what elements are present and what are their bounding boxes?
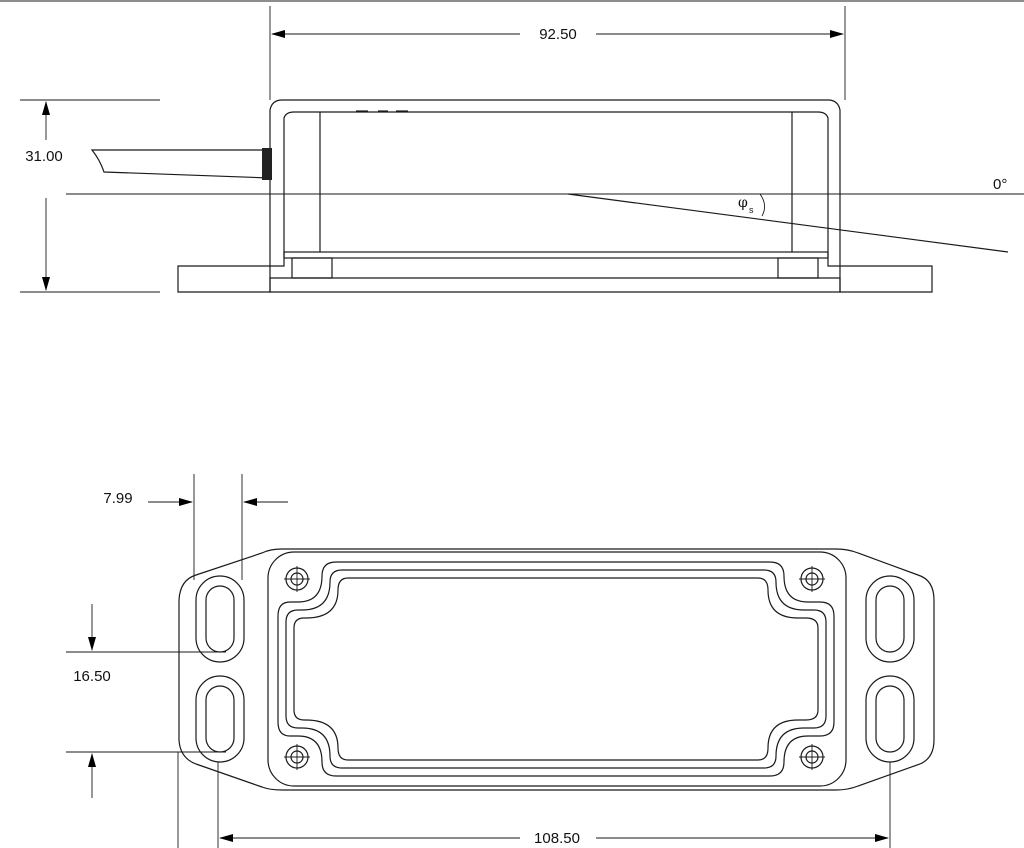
- screw-hole-br: [799, 744, 825, 770]
- flange-middle: [269, 277, 841, 293]
- gasket-outer: [277, 561, 835, 777]
- flange-left: [177, 265, 271, 293]
- housing-body: [267, 551, 847, 787]
- slot-right-top: [865, 575, 915, 663]
- dim-hole-spacing-label: 108.50: [534, 830, 580, 847]
- housing-shell: [269, 99, 841, 267]
- screw-hole-tl: [284, 566, 310, 592]
- tilt-line: [567, 193, 1009, 253]
- screw-hole-bl: [284, 744, 310, 770]
- slot-left-bottom: [195, 675, 245, 763]
- gasket-inner: [293, 577, 819, 761]
- zero-degree-label: 0°: [993, 176, 1007, 193]
- foot-right: [777, 257, 819, 279]
- cable-gland: [262, 148, 272, 180]
- angle-symbol: φ: [738, 195, 748, 211]
- flange-right: [839, 265, 933, 293]
- gasket-mid: [285, 569, 827, 769]
- foot-left: [291, 257, 333, 279]
- angle-arc: [759, 193, 765, 217]
- top-view: 7.99 16.50 108.50: [66, 474, 935, 848]
- dim-width-label: 92.50: [539, 26, 577, 43]
- side-view: φ s 0° 92.50 31.00: [20, 6, 1024, 293]
- flange-outline: [178, 548, 935, 791]
- slot-left-top: [195, 575, 245, 663]
- screw-hole-tr: [799, 566, 825, 592]
- cable: [90, 149, 271, 179]
- slot-right-bottom: [865, 675, 915, 763]
- dim-slot-spacing-label: 16.50: [73, 668, 111, 685]
- angle-subscript: s: [749, 205, 754, 215]
- inner-floor: [283, 251, 829, 259]
- dim-slot-width-label: 7.99: [103, 490, 132, 507]
- dim-height-label: 31.00: [25, 148, 63, 165]
